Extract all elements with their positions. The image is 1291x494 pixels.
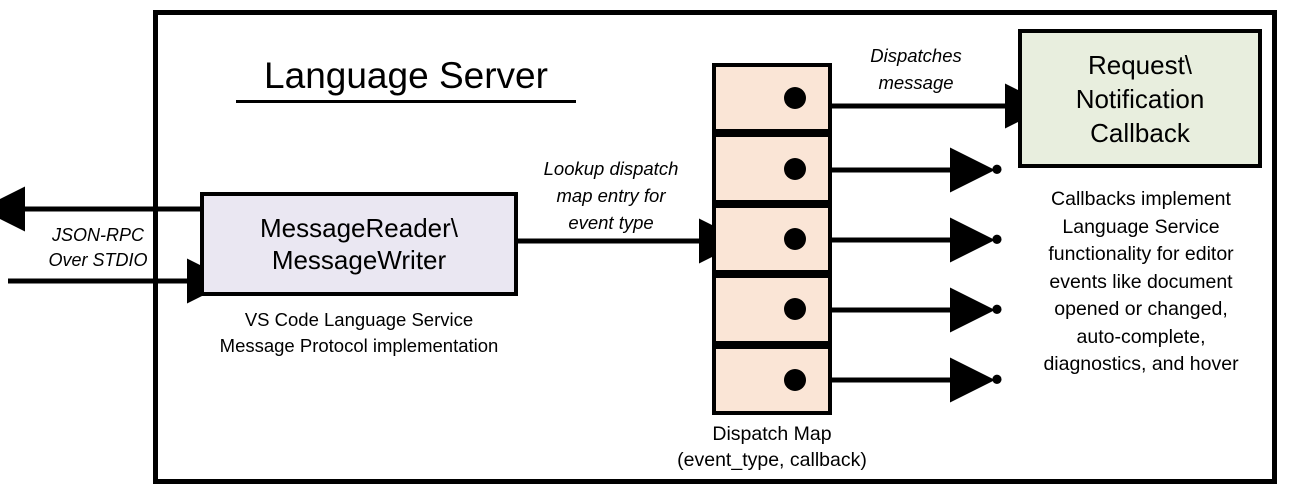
message-rw-line1: MessageReader\ <box>260 213 458 243</box>
message-rw-line2: MessageWriter <box>271 245 447 275</box>
callback-line3: Callback <box>1090 117 1190 148</box>
callback-box-label: Request\ Notification Callback <box>1076 48 1205 150</box>
callback-caption-line5: opened or changed, <box>1054 298 1228 320</box>
lookup-dispatch-label: Lookup dispatch map entry for event type <box>516 155 706 236</box>
callback-caption-line1: Callbacks implement <box>1051 188 1231 210</box>
lookup-label-line3: event type <box>568 212 654 233</box>
callback-dot-icon <box>784 157 806 180</box>
jsonrpc-label-line1: JSON-RPC <box>51 225 144 245</box>
callback-caption-line3: functionality for editor <box>1048 243 1234 265</box>
dispatch-map-caption-line1: Dispatch Map <box>712 423 832 445</box>
dispatch-map-caption-line2: (event_type, callback) <box>677 449 867 471</box>
callback-line1: Request\ <box>1087 49 1193 80</box>
message-reader-writer-caption: VS Code Language Service Message Protoco… <box>196 307 522 359</box>
message-reader-writer-label: MessageReader\ MessageWriter <box>260 212 458 276</box>
callback-dot-icon <box>784 368 806 391</box>
dispatches-message-label: Dispatches message <box>836 42 996 96</box>
message-rw-caption-line2: Message Protocol implementation <box>219 335 499 356</box>
message-rw-caption-line1: VS Code Language Service <box>244 309 474 330</box>
page-title: Language Server <box>236 54 576 103</box>
jsonrpc-transport-label: JSON-RPC Over STDIO <box>18 223 178 273</box>
callback-caption-line2: Language Service <box>1062 215 1220 238</box>
callback-line2: Notification <box>1075 83 1205 114</box>
request-notification-callback-box[interactable]: Request\ Notification Callback <box>1018 29 1262 168</box>
dispatches-label-line2: message <box>878 72 954 93</box>
lookup-label-line1: Lookup dispatch <box>543 158 679 179</box>
callback-dot-icon <box>784 227 806 250</box>
dispatch-map-table <box>712 63 832 415</box>
jsonrpc-label-line2: Over STDIO <box>48 250 148 270</box>
dispatches-label-line1: Dispatches <box>870 45 962 66</box>
callback-caption-line6: auto-complete, <box>1076 325 1206 348</box>
dispatch-map-row[interactable] <box>712 203 832 275</box>
callback-caption-line4: events like document <box>1049 270 1233 293</box>
dispatch-map-row[interactable] <box>712 133 832 204</box>
dispatch-map-row[interactable] <box>712 274 832 345</box>
dispatch-map-row[interactable] <box>712 344 832 415</box>
lookup-label-line2: map entry for <box>556 185 666 206</box>
callback-description: Callbacks implement Language Service fun… <box>1010 186 1272 379</box>
language-server-container <box>153 10 1277 484</box>
ellipsis-row-4: ••• <box>963 291 1006 327</box>
ellipsis-row-3: ••• <box>963 221 1006 257</box>
message-reader-writer-box[interactable]: MessageReader\ MessageWriter <box>200 192 518 296</box>
dispatch-map-caption: Dispatch Map (event_type, callback) <box>648 421 896 473</box>
callback-caption-line7: diagnostics, and hover <box>1043 353 1239 375</box>
callback-dot-icon <box>784 87 806 110</box>
ellipsis-row-2: ••• <box>963 151 1006 187</box>
dispatch-map-row[interactable] <box>712 63 832 134</box>
ellipsis-row-5: ••• <box>963 361 1006 397</box>
callback-dot-icon <box>784 298 806 321</box>
